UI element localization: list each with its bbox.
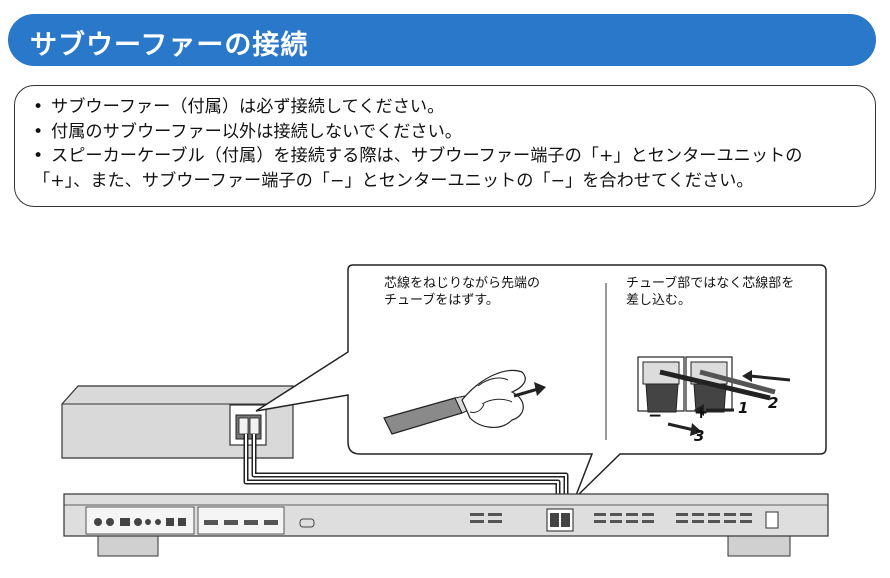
label-plus: + — [694, 403, 709, 423]
step-3-label: 3 — [694, 427, 705, 445]
note-item: サブウーファー（付属）は必ず接続してください。 — [33, 95, 865, 120]
step-2-label: 2 — [768, 394, 779, 412]
pull-arrow — [513, 387, 539, 398]
terminal-closeup — [637, 356, 776, 413]
note-item: 付属のサブウーファー以外は接続しないでください。 — [33, 120, 865, 145]
label-minus: − — [648, 406, 663, 426]
center-unit-speaker-terminal — [546, 508, 574, 532]
step-1-label: 1 — [738, 399, 749, 417]
caption-remove-tube: 芯線をねじりながら先端の チューブをはずす。 — [384, 276, 541, 308]
center-unit — [63, 493, 829, 557]
section-header: サブウーファーの接続 — [8, 14, 876, 66]
detail-callout — [255, 264, 827, 499]
notes-box: サブウーファー（付属）は必ず接続してください。 付属のサブウーファー以外は接続し… — [14, 85, 876, 207]
notes-list: サブウーファー（付属）は必ず接続してください。 付属のサブウーファー以外は接続し… — [33, 95, 865, 193]
release-arrow — [667, 422, 695, 432]
page-title: サブウーファーの接続 — [30, 30, 309, 61]
caption-insert-wire: チューブ部ではなく芯線部を 差し込む。 — [626, 276, 795, 308]
insert-arrow — [749, 374, 791, 382]
note-item: スピーカーケーブル（付属）を接続する際は、サブウーファー端子の「+」とセンターユ… — [33, 144, 865, 169]
note-item-continuation: 「+」、また、サブウーファー端子の「−」とセンターユニットの「−」を合わせてくだ… — [33, 170, 754, 191]
hand-twisting-wire — [383, 369, 526, 435]
